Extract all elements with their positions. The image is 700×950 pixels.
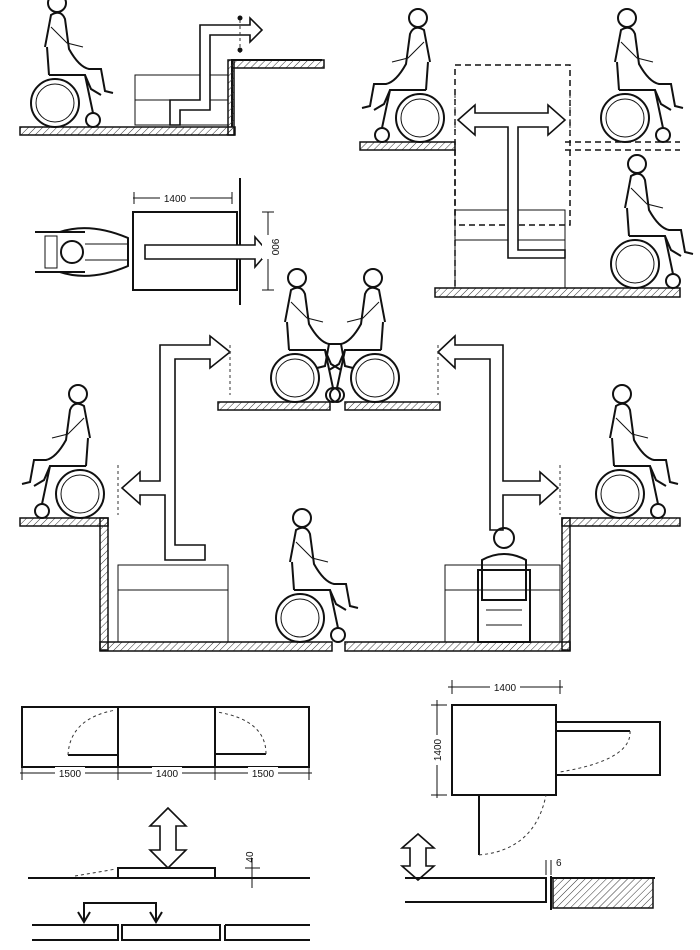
wheelchair-user-icon: [595, 384, 679, 519]
upper-floor: [231, 59, 325, 69]
platform-plan: [451, 704, 557, 796]
double-arrow-icon: [148, 806, 188, 870]
wheelchair-user-back-icon: [477, 527, 531, 643]
double-arrow-icon: [399, 832, 437, 882]
dim-platform-depth: 1400: [433, 738, 444, 761]
lower-floor: [434, 287, 681, 298]
upper-landing: [344, 401, 441, 411]
dim-platform-width: 900: [269, 239, 280, 256]
wheelchair-user-icon: [21, 384, 105, 519]
wheelchair-user-icon: [361, 8, 445, 143]
wheelchair-user-icon: [275, 508, 359, 643]
panel-vertical-lift-section: [19, 0, 325, 136]
wheelchair-user-icon: [316, 268, 400, 403]
dim-gap: 6: [556, 858, 562, 869]
arrow-icon: [169, 16, 264, 126]
wheelchair-user-icon: [600, 8, 684, 143]
double-arrow-icon: [120, 334, 232, 561]
platform-section: [117, 867, 216, 879]
lower-floor: [19, 126, 236, 136]
panel-floor-platform-plan: 1500 1400 1500 40: [20, 706, 312, 941]
dim-platform-width: 1400: [494, 683, 517, 694]
upper-landing: [217, 401, 331, 411]
wheelchair-user-top-icon: [35, 227, 129, 277]
arrow-icon: [144, 234, 270, 270]
panel-platform-plan-with-ramp: 1400 1400 6: [399, 680, 661, 910]
rail-segments: [32, 924, 310, 941]
dim-left-landing: 1500: [59, 769, 82, 780]
pit-floor: [344, 641, 571, 652]
dim-platform: 1400: [156, 769, 179, 780]
side-ramp: [556, 721, 661, 776]
dim-ramp-height: 40: [245, 851, 256, 863]
panel-right-split-level-section: [316, 268, 681, 652]
wheelchair-user-icon: [270, 268, 354, 403]
dim-platform-length: 1400: [164, 194, 187, 205]
panel-plan-view: 1400 900: [35, 178, 280, 305]
dim-right-landing: 1500: [252, 769, 275, 780]
hatch-wall-icon: [552, 877, 654, 909]
panel-through-lift-section: [359, 8, 694, 298]
double-arrow-icon: [436, 334, 560, 531]
panel-left-split-level-section: [19, 268, 359, 652]
pit-floor: [99, 641, 333, 652]
double-arrow-icon: [456, 103, 567, 259]
platform-section: [405, 877, 547, 903]
wheelchair-user-icon: [610, 154, 694, 289]
wheelchair-user-icon: [30, 0, 114, 128]
